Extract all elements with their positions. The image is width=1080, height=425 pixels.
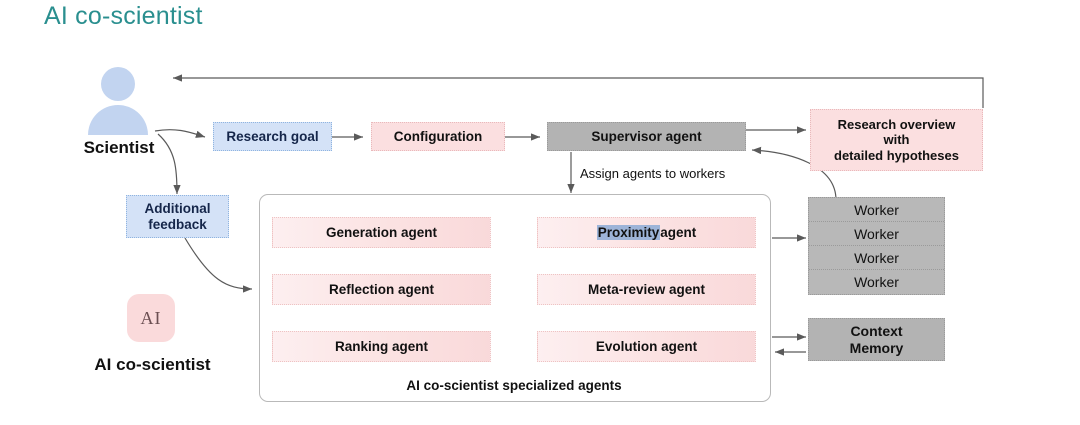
research-overview-line-2: with <box>883 132 910 148</box>
agent-cell-ranking[interactable]: Ranking agent <box>272 331 491 362</box>
worker-label: Worker <box>854 249 899 266</box>
worker-row-1[interactable]: Worker <box>809 198 944 222</box>
node-context-memory[interactable]: Context Memory <box>808 318 945 361</box>
node-research-overview[interactable]: Research overview with detailed hypothes… <box>810 109 983 171</box>
worker-label: Worker <box>854 225 899 242</box>
node-supervisor-agent[interactable]: Supervisor agent <box>547 122 746 151</box>
scientist-label: Scientist <box>83 138 155 157</box>
agent-cell-generation[interactable]: Generation agent <box>272 217 491 248</box>
assign-agents-label: Assign agents to workers <box>580 166 726 181</box>
worker-label: Worker <box>854 274 899 290</box>
ai-logo-text: AI <box>140 307 162 328</box>
ai-cosci-label: AI co-scientist <box>94 355 211 374</box>
worker-label: Worker <box>854 201 899 218</box>
agent-cell-reflection[interactable]: Reflection agent <box>272 274 491 305</box>
agent-cell-proximity[interactable]: Proximity agent <box>537 217 756 248</box>
node-research-goal[interactable]: Research goal <box>213 122 332 151</box>
context-memory-line-2: Memory <box>849 339 904 356</box>
node-configuration[interactable]: Configuration <box>371 122 505 151</box>
worker-row-4[interactable]: Worker <box>809 270 944 294</box>
worker-row-2[interactable]: Worker <box>809 222 944 246</box>
agent-cell-evolution[interactable]: Evolution agent <box>537 331 756 362</box>
context-memory-line-1: Context <box>850 322 903 339</box>
proximity-rest-label: agent <box>660 224 697 240</box>
worker-row-3[interactable]: Worker <box>809 246 944 270</box>
specialized-agents-caption: AI co-scientist specialized agents <box>406 378 622 393</box>
workers-box[interactable]: Worker Worker Worker Worker <box>808 197 945 295</box>
proximity-highlighted-word: Proximity <box>596 224 661 241</box>
ai-logo-icon: AI <box>127 294 175 342</box>
page-title: AI co-scientist <box>44 2 203 30</box>
research-overview-line-3: detailed hypotheses <box>834 147 959 163</box>
user-avatar-head-icon <box>101 67 135 101</box>
additional-feedback-line-2: feedback <box>148 216 207 232</box>
research-overview-line-1: Research overview <box>837 117 956 132</box>
agent-cell-meta-review[interactable]: Meta-review agent <box>537 274 756 305</box>
additional-feedback-line-1: Additional <box>144 200 211 216</box>
node-additional-feedback[interactable]: Additional feedback <box>126 195 229 238</box>
